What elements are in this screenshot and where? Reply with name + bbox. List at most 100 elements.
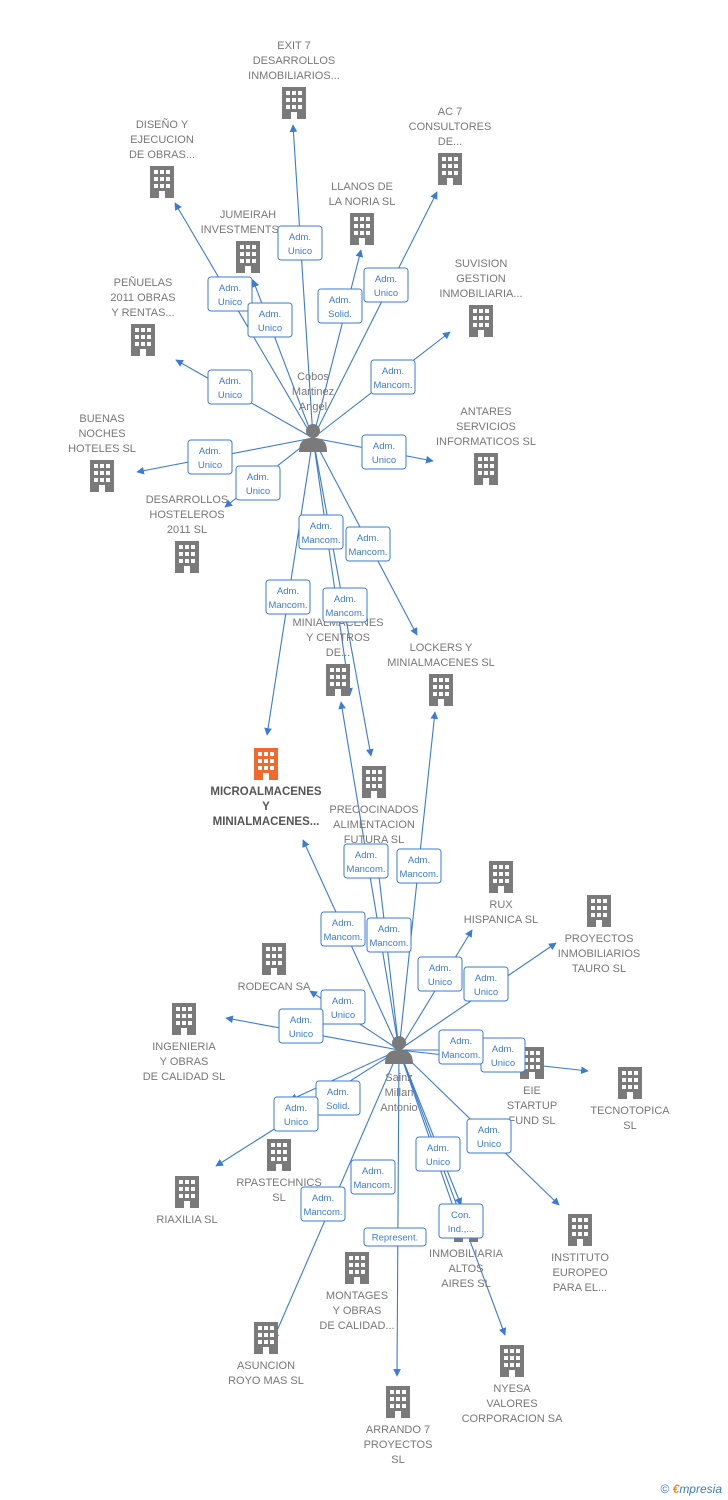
company-label: RPASTECHNICS [236,1177,321,1189]
relation-label: Adm. [199,446,221,457]
relation-r17[interactable]: Adm.Mancom. [320,911,366,947]
relation-label: Adm. [475,973,497,984]
company-label: SUVISION [455,258,508,270]
company-label: VALORES [486,1398,537,1410]
relation-r16[interactable]: Adm.Mancom. [396,848,442,884]
relation-r23[interactable]: Adm.Mancom. [438,1029,484,1065]
relation-r3[interactable]: Adm.Unico [247,302,293,338]
relation-r26[interactable]: Adm.Unico [273,1096,319,1132]
relation-box [466,1118,512,1154]
edge-sainz-r31 [398,1049,459,1219]
company-label: EUROPEO [552,1267,607,1279]
relation-label: Unico [474,987,498,998]
company-label: SERVICIOS [456,421,516,433]
relation-r7[interactable]: Adm.Unico [207,369,253,405]
relation-r21[interactable]: Adm.Unico [320,989,366,1025]
relation-label: Adm. [219,376,241,387]
company-label: DE OBRAS... [129,149,195,161]
relation-label: Solid. [328,309,352,320]
relation-r6[interactable]: Adm.Mancom. [370,359,416,395]
relation-label: Ind.,... [448,1224,474,1235]
relation-r11[interactable]: Adm.Mancom. [345,526,391,562]
relation-r25[interactable]: Adm.Solid. [315,1080,361,1116]
relation-r30[interactable]: Adm.Mancom. [300,1186,346,1222]
company-label: Y OBRAS [160,1056,209,1068]
relation-r22[interactable]: Adm. Unico [278,1008,324,1044]
edge-cobos-r2 [174,202,314,439]
building-icon [618,1067,642,1099]
relation-r15[interactable]: Adm.Mancom. [343,843,389,879]
relation-r4[interactable]: Adm.Solid. [317,288,363,324]
relation-label: Adm. [290,1015,312,1026]
company-ac7[interactable]: AC 7CONSULTORESDE... [409,106,492,185]
relation-r13[interactable]: Adm.Mancom. [265,579,311,615]
relation-r12[interactable]: Adm.Mancom. [298,514,344,550]
relation-label: Adm. [289,232,311,243]
company-label: PARA EL... [553,1282,607,1294]
relation-box [207,276,253,312]
relation-box [363,267,409,303]
relation-r10[interactable]: Adm.Unico [235,465,281,501]
relation-r32[interactable]: Represent. [363,1227,427,1247]
company-suvision[interactable]: SUVISIONGESTIONINMOBILIARIA... [439,258,523,337]
company-label: LLANOS DE [331,181,393,193]
relation-label: Unico [289,1029,313,1040]
company-micro[interactable]: MICROALMACENESYMINIALMACENES... [210,748,322,828]
relation-r24[interactable]: Adm.Unico [480,1037,526,1073]
relation-r29[interactable]: Adm.Mancom. [350,1159,396,1195]
company-exit7[interactable]: EXIT 7DESARROLLOSINMOBILIARIOS... [248,40,340,119]
company-label: BUENAS [79,413,124,425]
relation-r19[interactable]: Adm.Unico [417,956,463,992]
relation-r5[interactable]: Adm.Unico [363,267,409,303]
relation-r20[interactable]: Adm. Unico [463,966,509,1002]
relation-label: Adm. [277,586,299,597]
relation-r9[interactable]: Adm.Unico [361,434,407,470]
relation-r14[interactable]: Adm.Mancom. [322,587,368,623]
relation-label: Unico [258,323,282,334]
relation-r2[interactable]: Adm.Unico [207,276,253,312]
company-label: RUX [489,899,513,911]
relation-r1[interactable]: Adm.Unico [277,225,323,261]
edge-cobos-r3 [312,191,438,439]
relation-r28[interactable]: Adm.Unico [415,1136,461,1172]
relation-label: Adm. [332,996,354,1007]
relation-r18[interactable]: Adm.Mancom. [366,917,412,953]
company-rodecan[interactable]: RODECAN SA [238,943,311,993]
company-label: ANTARES [460,406,511,418]
relation-label: Unico [426,1157,450,1168]
company-label: MICROALMACENES [210,786,321,798]
relation-r8[interactable]: Adm.Unico [187,439,233,475]
company-label: Y RENTAS... [111,307,174,319]
relation-label: Mancom. [325,608,364,619]
relation-r27[interactable]: Adm.Unico [466,1118,512,1154]
footer-brand[interactable]: © €mpresia [660,1482,722,1496]
relation-r31[interactable]: Con.Ind.,... [438,1203,484,1239]
company-riaxilia[interactable]: RIAXILIA SL [156,1176,218,1226]
relation-box [415,1136,461,1172]
